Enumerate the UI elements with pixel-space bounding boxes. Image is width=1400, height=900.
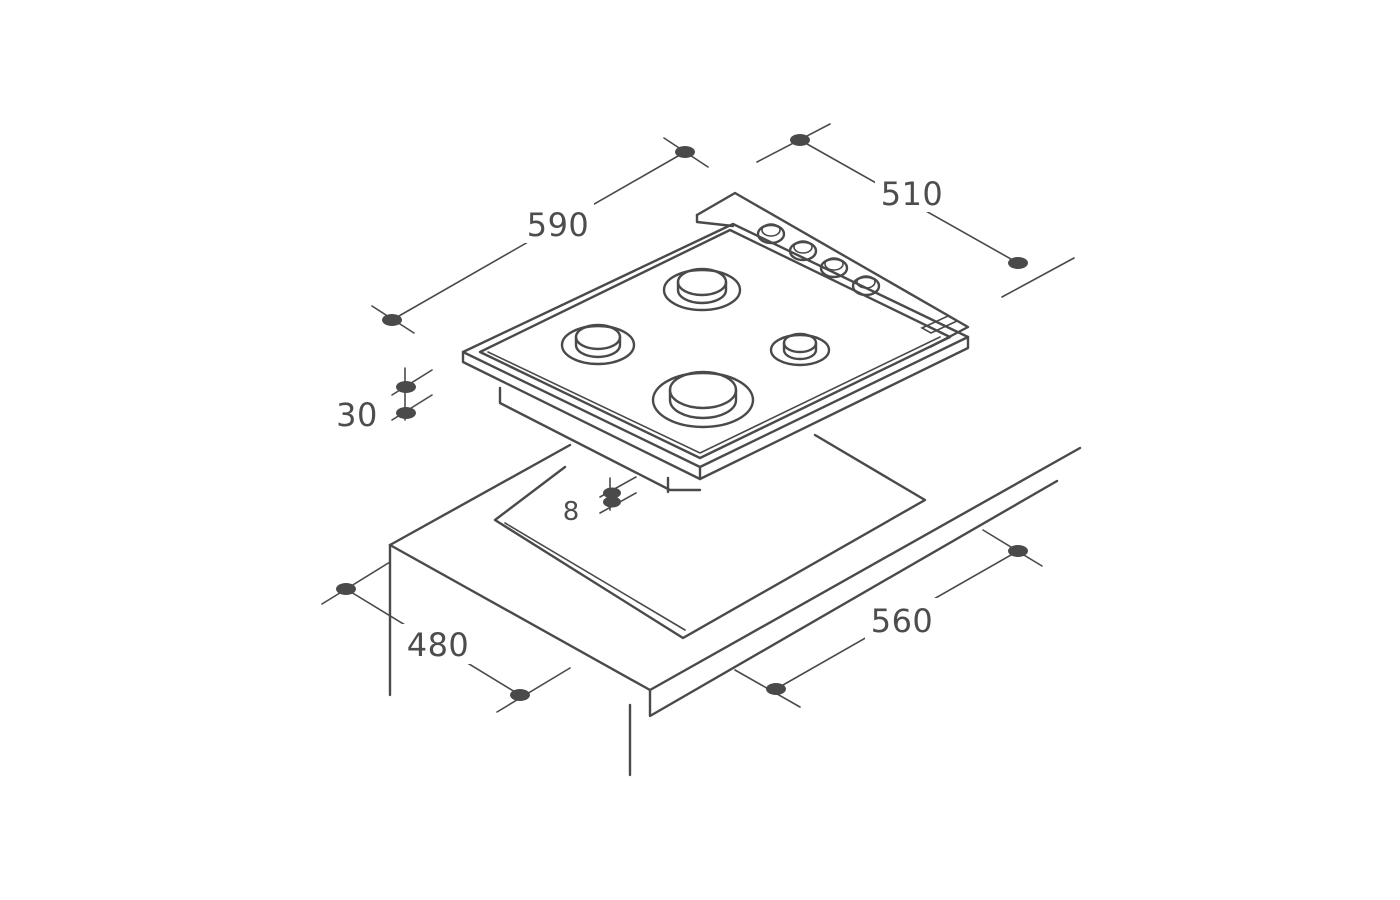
- dimension-cutout-depth: 480: [321, 561, 571, 713]
- burner-left: [560, 323, 636, 366]
- burner-right: [769, 332, 831, 367]
- burner-front: [651, 370, 755, 429]
- dimension-hob-depth: 510: [756, 123, 1075, 298]
- label-cutout-depth: 480: [407, 626, 470, 664]
- dimension-hob-width: 590: [371, 137, 709, 334]
- hob-underbody: [498, 386, 702, 494]
- dimension-cutout-clearance: 8: [563, 476, 637, 527]
- label-cutout-clearance: 8: [563, 497, 580, 527]
- label-cutout-width: 560: [871, 602, 934, 640]
- cutout-opening: [493, 433, 927, 640]
- label-hob-width: 590: [527, 206, 590, 244]
- countertop: [388, 443, 1082, 777]
- knob-3: [819, 257, 849, 279]
- control-knobs: [756, 223, 881, 297]
- dimension-hob-height: 30: [336, 367, 433, 434]
- knob-2: [788, 240, 818, 262]
- label-hob-height: 30: [336, 396, 378, 434]
- label-hob-depth: 510: [881, 175, 944, 213]
- hob: [461, 191, 970, 481]
- knob-4: [851, 275, 881, 297]
- knob-1: [756, 223, 786, 245]
- dimension-cutout-width: 560: [734, 529, 1043, 708]
- burner-back: [662, 267, 742, 312]
